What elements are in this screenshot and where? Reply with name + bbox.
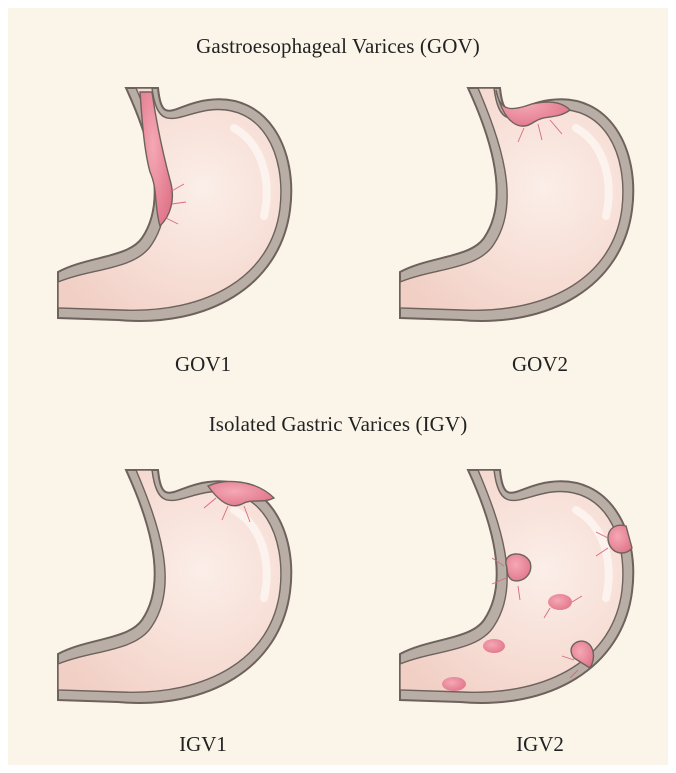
stomach-illustration-igv2 [400,462,650,722]
mucosal-varix [442,677,466,691]
panel-label-igv1: IGV1 [103,732,303,757]
panel-label-gov1: GOV1 [103,352,303,377]
stomach-illustration-gov1 [58,80,308,340]
panel-label-igv2: IGV2 [440,732,640,757]
panel-label-gov2: GOV2 [440,352,640,377]
stomach-illustration-igv1 [58,462,308,722]
stomach-illustration-gov2 [400,80,650,340]
section-title-gov: Gastroesophageal Varices (GOV) [0,34,676,59]
mucosal-varix [483,639,505,653]
wall-varix-right [608,525,632,553]
mucosal-varix [548,594,572,610]
section-title-igv: Isolated Gastric Varices (IGV) [0,412,676,437]
wall-varix-left [506,554,531,581]
